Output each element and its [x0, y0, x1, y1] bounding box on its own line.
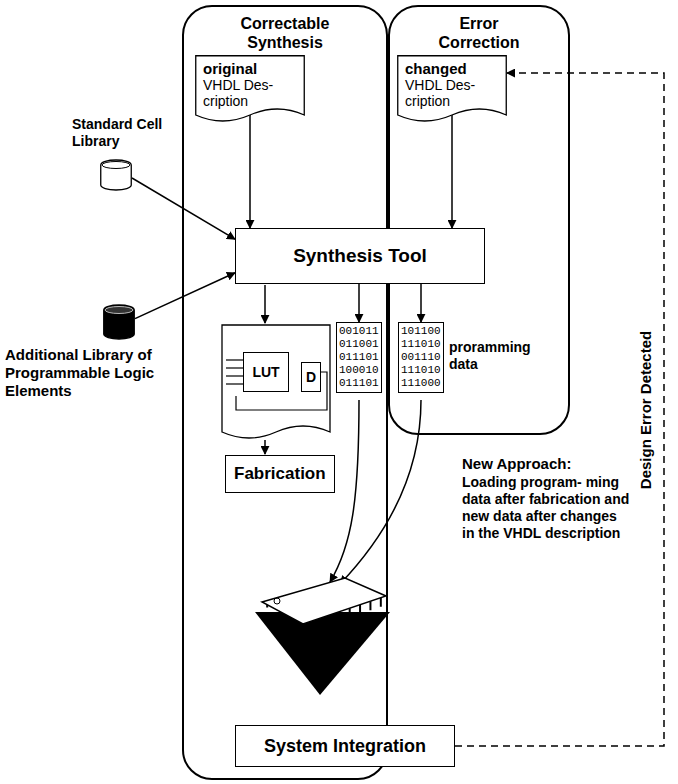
bitstream-box: 101100 111010 001110 111010 111000proram… [398, 322, 444, 393]
note-text: Loading program- ming data after fabrica… [462, 474, 630, 542]
node-text: Error Correction [429, 14, 529, 52]
node-text: changed [405, 60, 499, 77]
document-shape: originalVHDL Des- cription [195, 55, 305, 127]
feedback-arrow [455, 73, 664, 746]
node-text: Fabrication [234, 464, 326, 484]
node-text: Additional Library of Programmable Logic… [5, 346, 155, 400]
flow-arrow [420, 284, 422, 322]
node-text: 001011 011001 011101 100010 011101 [339, 325, 379, 390]
cylinder-outline [100, 160, 132, 190]
lut-box: LUT [243, 352, 289, 392]
region-panel: Error CorrectionchangedVHDL Des- criptio… [388, 5, 570, 435]
node-caption: proramming data [449, 339, 544, 373]
library-cylinder: Additional Library of Programmable Logic… [103, 305, 135, 339]
flow-arrow [249, 115, 251, 228]
edge-label: Design Error Detected [638, 328, 654, 490]
node-caption: VHDL Des- cription [203, 77, 297, 109]
node-caption: VHDL Des- cription [405, 77, 499, 109]
chip-body [262, 578, 386, 624]
bitstream-box: 001011 011001 011101 100010 011101 [336, 322, 382, 393]
flow-arrow [451, 115, 453, 228]
node-text: Standard Cell Library [72, 116, 180, 150]
node-text: Synthesis Tool [293, 245, 427, 267]
flow-arrow [358, 284, 360, 322]
document-shape: changedVHDL Des- cription [397, 55, 507, 127]
region-panel: Correctable SynthesisoriginalVHDL Des- c… [182, 5, 388, 780]
cylinder-outline [103, 305, 135, 339]
library-cylinder: Standard Cell Library [100, 160, 132, 190]
process-box: Synthesis Tool [235, 228, 485, 284]
node-text: Correctable Synthesis [230, 14, 340, 52]
chip-shadow [255, 612, 390, 695]
flipflop-box: D [301, 362, 321, 392]
node-text: LUT [252, 364, 279, 380]
chip-notch [274, 598, 280, 604]
node-text: System Integration [264, 736, 426, 757]
flow-arrow [135, 273, 235, 319]
process-box: System Integration [235, 725, 455, 767]
note-heading: New Approach: [462, 455, 632, 472]
process-box: Fabrication [225, 455, 335, 493]
node-text: 101100 111010 001110 111010 111000 [401, 325, 441, 390]
node-text: D [306, 369, 316, 385]
node-text: original [203, 60, 297, 77]
schematic-document [222, 325, 330, 438]
